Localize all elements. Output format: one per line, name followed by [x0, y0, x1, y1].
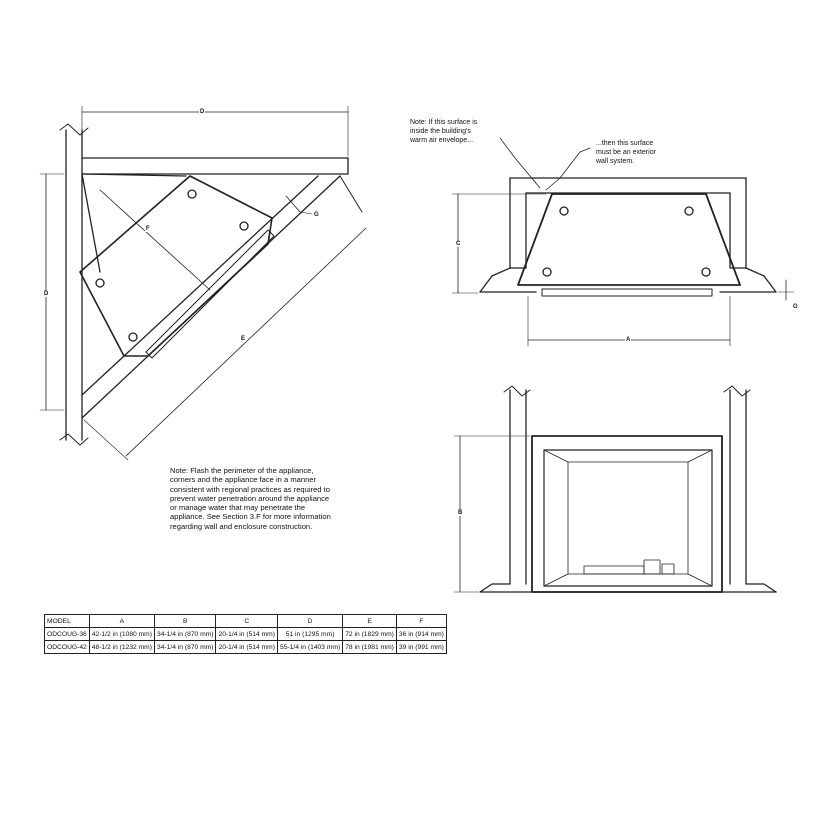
diagonal-wall-inner [81, 175, 319, 396]
mounting-hole [684, 206, 694, 216]
table-cell: 36 in (914 mm) [395, 627, 447, 641]
wall-ledge-right [719, 267, 777, 293]
wall-break [503, 385, 531, 397]
table-header: B [153, 614, 217, 628]
dimension-label-g-right: G [792, 304, 799, 310]
firebox-corner [687, 449, 713, 463]
plan-view [451, 137, 795, 347]
firebox-corner [543, 573, 569, 587]
mounting-hole [128, 332, 138, 342]
diagonal-wall-cap [339, 175, 363, 213]
dimension-label-d-left: D [43, 291, 50, 297]
frame-line-left [81, 173, 101, 273]
burner [583, 565, 645, 575]
burner-valve [661, 563, 675, 575]
mounting-hole [542, 267, 552, 277]
firebox-back [567, 461, 689, 575]
appliance-body-angled [79, 175, 273, 357]
note-leader-right [545, 147, 591, 191]
table-row: ODCOUG-42 48-1/2 in (1232 mm) 34-1/4 in … [44, 640, 447, 654]
appliance-frame-front [531, 435, 723, 593]
front-view [453, 385, 777, 593]
table-row: ODCOUG-36 42-1/2 in (1080 mm) 34-1/4 in … [44, 627, 447, 641]
mounting-hole [701, 267, 711, 277]
appliance-face-angled [145, 229, 275, 359]
table-cell: 42-1/2 in (1080 mm) [88, 627, 155, 641]
dimension-f-line [99, 189, 211, 291]
firebox-opening [543, 449, 713, 587]
table-header: D [276, 614, 344, 628]
dimension-label-f: F [145, 226, 151, 232]
surface-note: Note: If this surface is inside the buil… [410, 119, 478, 144]
front-ledge-right [745, 583, 777, 593]
dimension-label-b: B [457, 510, 464, 516]
table-cell: 72 in (1829 mm) [342, 627, 397, 641]
table-cell: 34-1/4 in (870 mm) [153, 640, 217, 654]
table-header: C [215, 614, 278, 628]
table-header: A [88, 614, 155, 628]
table-header-row: MODEL A B C D E F [44, 614, 447, 628]
table-cell: 39 in (991 mm) [395, 640, 447, 654]
dimension-g-line [285, 195, 301, 213]
dimension-label-g: G [313, 212, 320, 218]
appliance-face-top [541, 288, 713, 297]
table-cell: ODCOUG-36 [44, 627, 90, 641]
table-cell: ODCOUG-42 [44, 640, 90, 654]
table-cell: 78 in (1981 mm) [342, 640, 397, 654]
wall-break-bottom [59, 433, 89, 446]
table-cell: 20-1/4 in (514 mm) [215, 640, 278, 654]
table-cell: 55-1/4 in (1403 mm) [276, 640, 344, 654]
dimension-label-c: C [455, 241, 462, 247]
corner-view [39, 105, 367, 461]
mounting-hole [239, 221, 249, 231]
firebox-corner [543, 449, 569, 463]
table-cell: 48-1/2 in (1232 mm) [88, 640, 155, 654]
dimension-label-e: E [240, 336, 247, 342]
firebox-corner [687, 573, 713, 587]
dimensions-table: MODEL A B C D E F ODCOUG-36 42-1/2 in (1… [44, 614, 447, 654]
table-cell: 51 in (1295 mm) [276, 627, 344, 641]
front-ledge-left [479, 583, 511, 593]
dimension-e-ext [83, 419, 129, 461]
table-cell: 34-1/4 in (870 mm) [153, 627, 217, 641]
burner-valve [643, 559, 661, 575]
wall-break [723, 385, 751, 397]
wall-ledge-left [479, 267, 527, 293]
appliance-body-top [517, 193, 741, 286]
table-header: MODEL [44, 614, 90, 628]
flash-note: Note: Flash the perimeter of the applian… [170, 466, 331, 531]
dimension-e-line [125, 227, 367, 457]
mounting-hole [95, 278, 105, 288]
frame-line-top [81, 173, 187, 177]
table-header: E [342, 614, 397, 628]
dimension-g-leader [299, 211, 313, 215]
mounting-hole [187, 189, 197, 199]
dimension-label-a: A [625, 337, 632, 343]
note-leader-left [499, 137, 541, 189]
table-header: F [395, 614, 447, 628]
table-cell: 20-1/4 in (514 mm) [215, 627, 278, 641]
exterior-note: ...then this surface must be an exterior… [596, 140, 656, 165]
dimension-label-d-top: D [199, 109, 206, 115]
mounting-hole [559, 206, 569, 216]
wall-break-top [59, 123, 89, 136]
